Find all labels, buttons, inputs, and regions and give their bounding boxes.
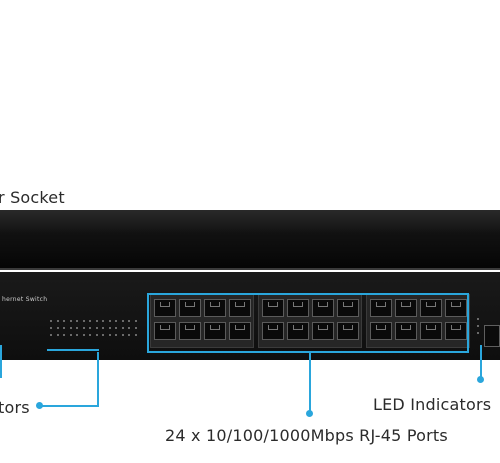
led-dot [76, 334, 78, 336]
led-dot [134, 320, 137, 322]
led-dot [108, 320, 111, 322]
led-dot [115, 320, 117, 322]
brand-text: hernet Switch [2, 296, 48, 303]
led-dot [82, 320, 85, 322]
led-dot [82, 334, 85, 336]
led-indicators-label: LED Indicators [373, 395, 492, 414]
led-dot [95, 327, 98, 329]
rj45-port [229, 299, 251, 317]
ports-label: 24 x 10/100/1000Mbps RJ-45 Ports [165, 426, 448, 445]
led-dot [56, 334, 59, 336]
rj45-port [395, 322, 417, 340]
led-dot [50, 320, 52, 322]
led-dot [63, 334, 65, 336]
led-dot [63, 327, 65, 329]
rj45-port [445, 299, 467, 317]
led-dot [128, 334, 130, 336]
rj45-port [420, 322, 442, 340]
rj45-port [445, 322, 467, 340]
led-dot [121, 327, 124, 329]
rj45-port [312, 299, 334, 317]
led-dot [82, 327, 85, 329]
rj45-port [312, 322, 334, 340]
rj45-port [420, 299, 442, 317]
rj45-port [370, 322, 392, 340]
led-dot [128, 320, 130, 322]
led-dot [69, 327, 72, 329]
sfp-port [484, 325, 500, 347]
led-dot [108, 327, 111, 329]
system-led-dot [477, 332, 479, 334]
led-dot [95, 320, 98, 322]
rj45-port [179, 322, 201, 340]
system-led-dot [477, 318, 479, 320]
rj45-port [179, 299, 201, 317]
led-dot [89, 327, 91, 329]
led-dot [56, 320, 59, 322]
rj45-port [204, 322, 226, 340]
ports-callout-dot [306, 410, 313, 417]
rj45-port [154, 322, 176, 340]
left-callout-vertical [97, 352, 99, 406]
led-dot [102, 327, 104, 329]
led-dot [134, 334, 137, 336]
left-edge-line [0, 345, 2, 378]
rj45-port [154, 299, 176, 317]
rj45-port [287, 299, 309, 317]
rj45-port [262, 322, 284, 340]
led-dot [50, 327, 52, 329]
led-dot [95, 334, 98, 336]
led-dot [102, 320, 104, 322]
switch-top-panel [0, 210, 500, 270]
power-socket-label: r Socket [0, 188, 65, 207]
led-dot [69, 320, 72, 322]
led-dot [121, 334, 124, 336]
led-dot [63, 320, 65, 322]
left-callout-bracket [47, 349, 99, 351]
led-dot [108, 334, 111, 336]
rj45-port [229, 322, 251, 340]
left-callout-dot [36, 402, 43, 409]
led-callout-dot [477, 376, 484, 383]
led-dot [56, 327, 59, 329]
led-dot [89, 334, 91, 336]
rj45-port [262, 299, 284, 317]
ports-callout-line [309, 353, 311, 413]
led-dot [50, 334, 52, 336]
led-dot [76, 320, 78, 322]
led-dot [89, 320, 91, 322]
led-callout-line [480, 345, 482, 377]
led-dot [115, 334, 117, 336]
rj45-port [370, 299, 392, 317]
rj45-port [395, 299, 417, 317]
rj45-port [337, 299, 359, 317]
led-dot [102, 334, 104, 336]
rj45-port [337, 322, 359, 340]
led-dot [134, 327, 137, 329]
led-dot [121, 320, 124, 322]
left-indicators-label: tors [0, 398, 30, 417]
ports-highlight-box [147, 293, 469, 353]
led-dot [115, 327, 117, 329]
rj45-port [204, 299, 226, 317]
led-dot [128, 327, 130, 329]
left-callout-horizontal [40, 405, 99, 407]
led-dot [76, 327, 78, 329]
rj45-port [287, 322, 309, 340]
system-led-dot [477, 325, 479, 327]
led-dot [69, 334, 72, 336]
